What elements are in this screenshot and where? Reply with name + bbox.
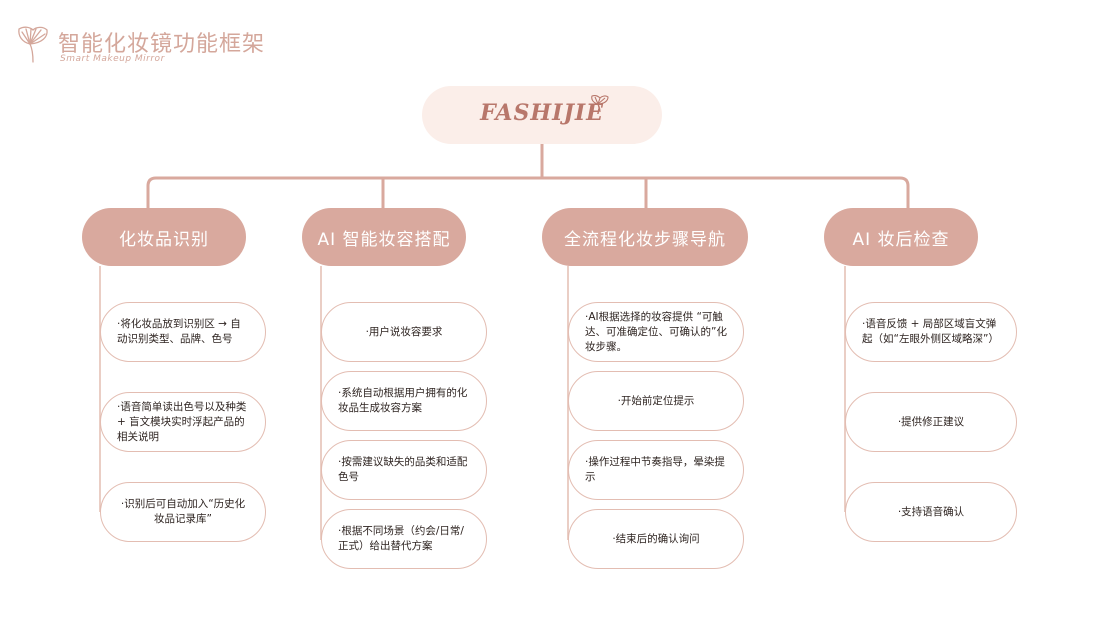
list-item: ·语音简单读出色号以及种类 + 盲文模块实时浮起产品的相关说明 — [100, 392, 266, 452]
ginkgo-leaf-icon — [18, 26, 48, 63]
list-item: ·AI根据选择的妆容提供 “可触达、可准确定位、可确认的”化妆步骤。 — [568, 302, 744, 362]
list-item: ·将化妆品放到识别区 → 自动识别类型、品牌、色号 — [100, 302, 266, 362]
list-item: ·系统自动根据用户拥有的化妆品生成妆容方案 — [321, 371, 487, 431]
brand-logo-text: FASHIJIE — [480, 100, 604, 126]
page-subtitle: Smart Makeup Mirror — [60, 54, 165, 64]
list-item: ·识别后可自动加入“历史化妆品记录库” — [100, 482, 266, 542]
list-item: ·提供修正建议 — [845, 392, 1017, 452]
list-item: ·支持语音确认 — [845, 482, 1017, 542]
brand-node: FASHIJIE — [422, 86, 662, 144]
list-item: ·开始前定位提示 — [568, 371, 744, 431]
list-item: ·操作过程中节奏指导，晕染提示 — [568, 440, 744, 500]
list-item: ·语音反馈 + 局部区域盲文弹起（如“左眼外侧区域略深”） — [845, 302, 1017, 362]
category-step-navigation: 全流程化妆步骤导航 — [542, 208, 748, 266]
list-item: ·用户说妆容要求 — [321, 302, 487, 362]
category-post-makeup-check: AI 妆后检查 — [824, 208, 978, 266]
list-item: ·结束后的确认询问 — [568, 509, 744, 569]
list-item: ·按需建议缺失的品类和适配色号 — [321, 440, 487, 500]
category-ai-makeup-matching: AI 智能妆容搭配 — [302, 208, 466, 266]
ginkgo-leaf-icon — [591, 95, 609, 113]
category-cosmetic-recognition: 化妆品识别 — [82, 208, 246, 266]
page-title: 智能化妆镜功能框架 — [58, 32, 266, 57]
list-item: ·根据不同场景（约会/日常/正式）给出替代方案 — [321, 509, 487, 569]
